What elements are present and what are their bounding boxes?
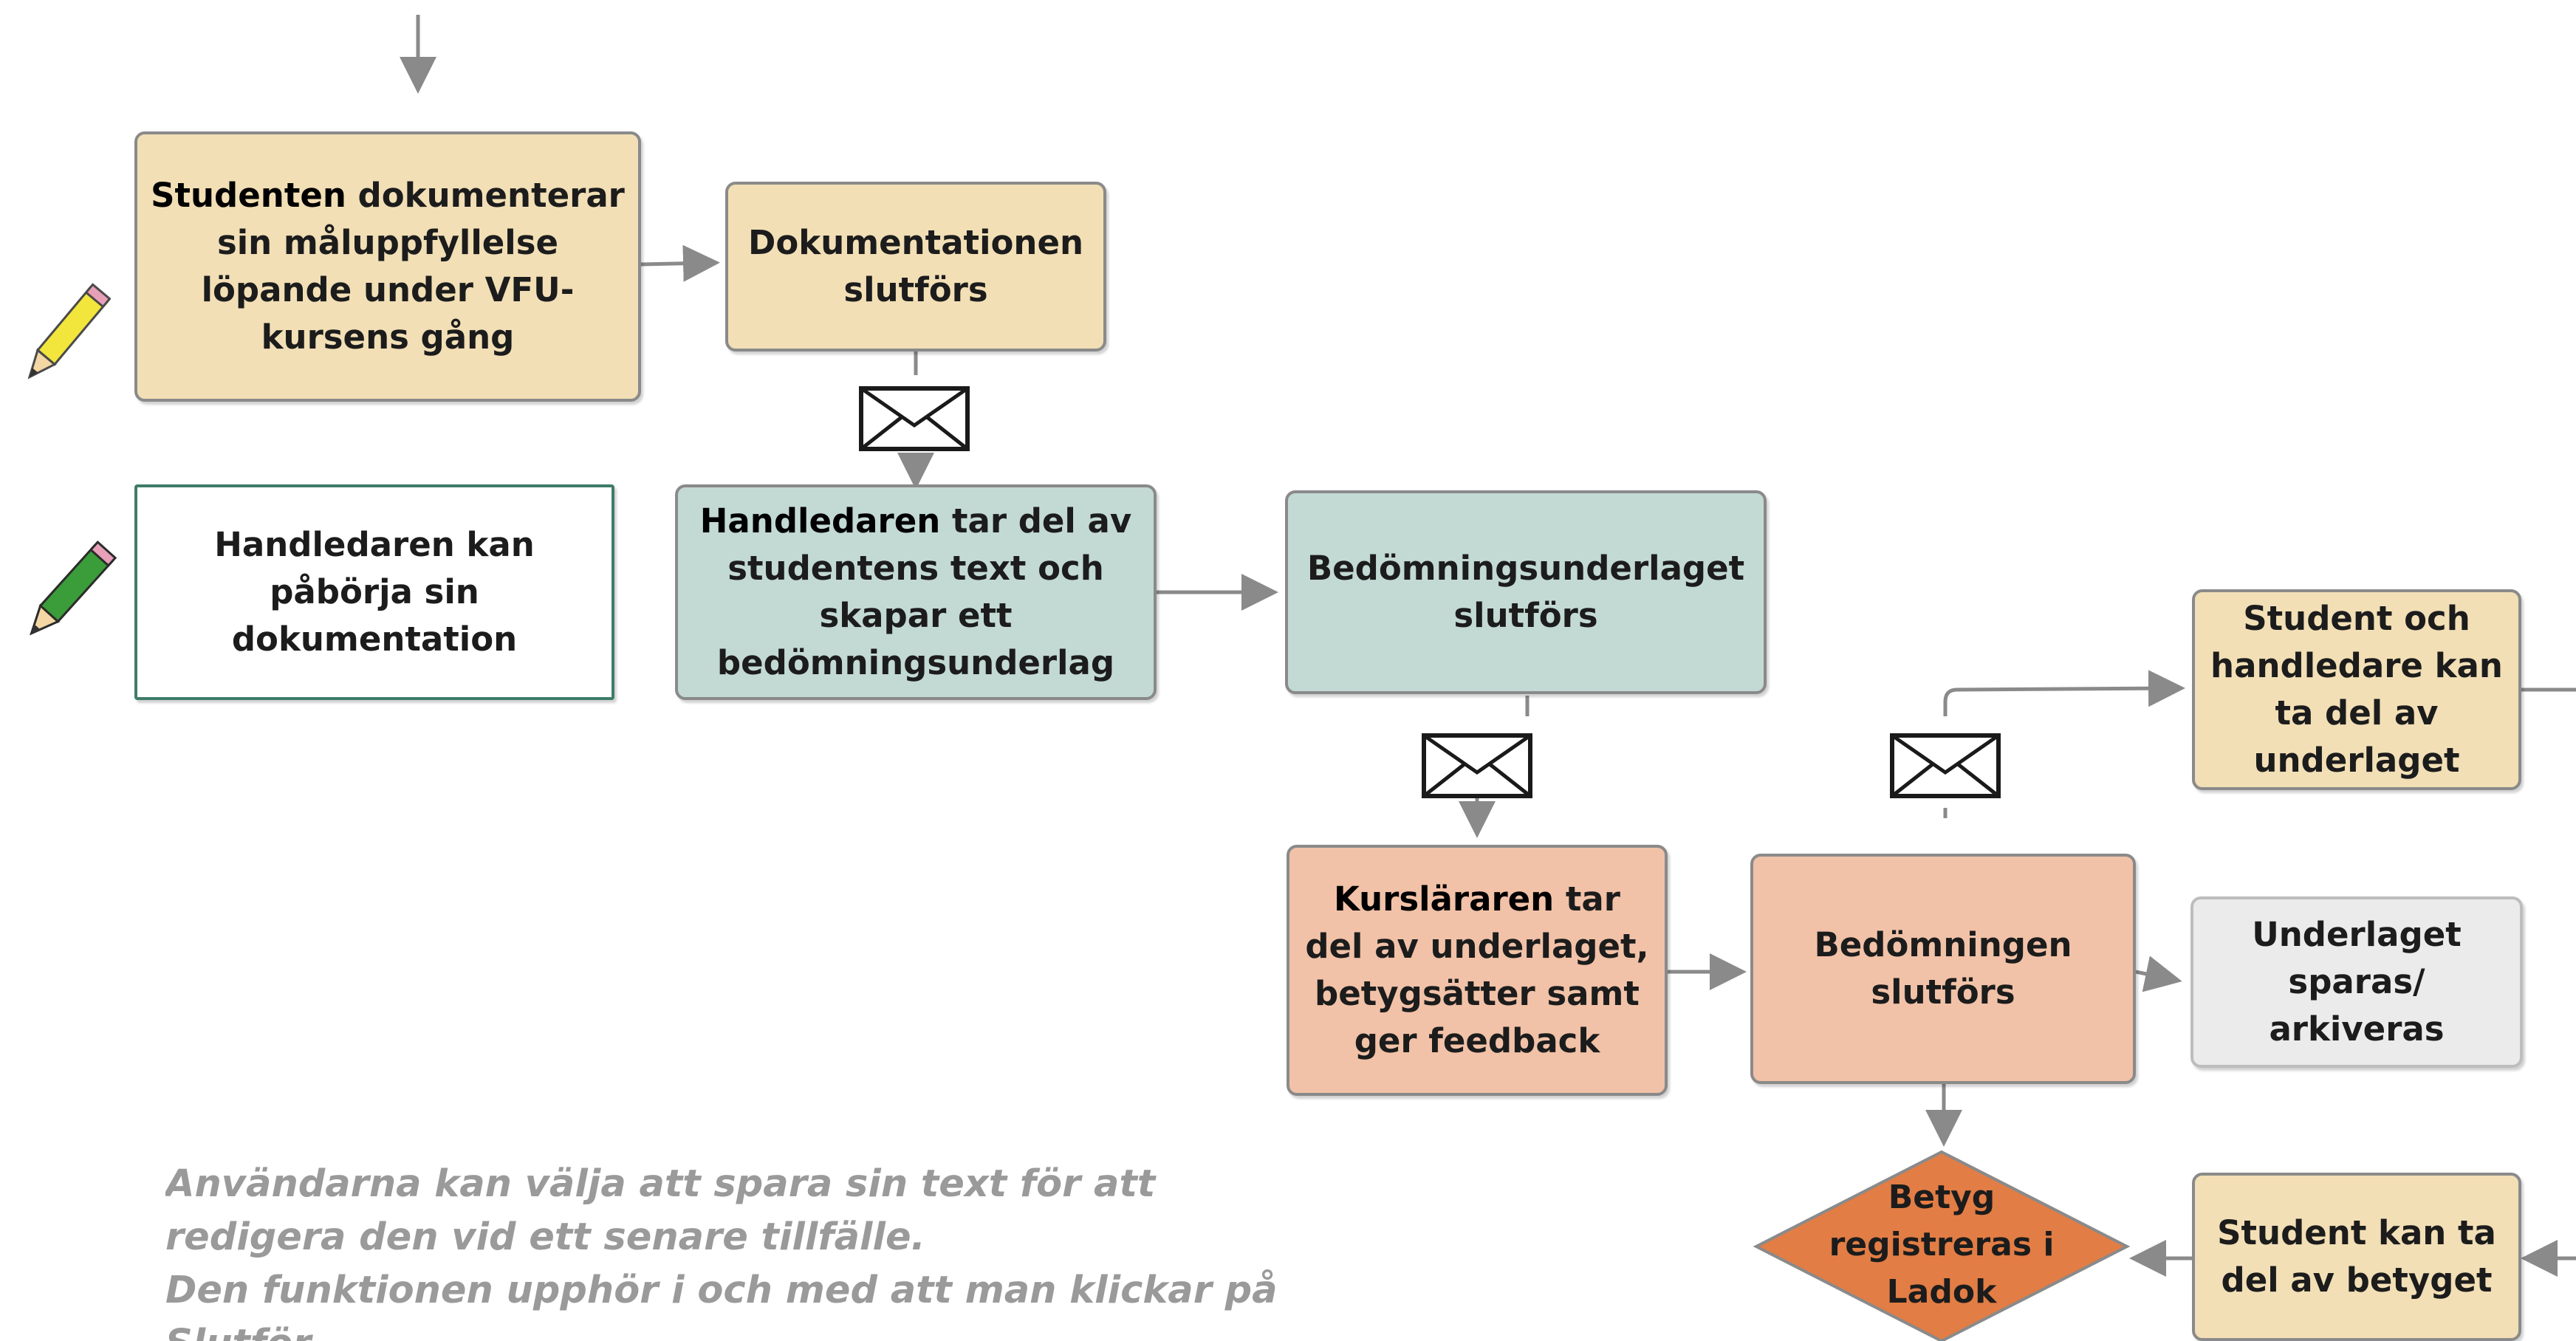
save-note-line2: redigera den vid ett senare tillfälle.	[165, 1215, 925, 1259]
arrow-b8-b9	[2135, 956, 2182, 992]
box-teacher-grades: Kursläraren tar del av underlaget, betyg…	[1287, 845, 1668, 1096]
envelope-icon	[1890, 733, 2001, 798]
box-supervisor-assessment-text: tar del av studentens text och skapar et…	[716, 501, 1132, 682]
pencil-yellow-icon	[27, 283, 111, 380]
envelope-icon	[1422, 733, 1532, 798]
box-supervisor-can-start-text: Handledaren kan påbörja sin dokumentatio…	[214, 525, 535, 659]
box-student-documents: Studenten dokumenterar sin måluppfyllels…	[134, 131, 641, 402]
save-note: Användarna kan välja att spara sin text …	[165, 1158, 1362, 1341]
box-documentation-finished-text: Dokumentationen slutförs	[748, 223, 1083, 309]
decision-diamond-label: Betyg registreras i Ladok	[1752, 1174, 2131, 1316]
box-teacher-grades-text: tar del av underlaget, betygsätter samt …	[1305, 879, 1649, 1060]
box-student-view-grade: Student kan ta del av betyget	[2192, 1173, 2521, 1341]
save-note-line1: Användarna kan välja att spara sin text …	[165, 1162, 1156, 1206]
box-student-documents-bold: Studenten	[151, 176, 346, 215]
box-student-and-supervisor-view-text: Student och handledare kan ta del av und…	[2210, 599, 2503, 780]
box-supervisor-can-start: Handledaren kan påbörja sin dokumentatio…	[134, 484, 614, 700]
box-assessment-basis-finished-text: Bedömningsunderlaget slutförs	[1306, 549, 1745, 635]
arrow-b8-b6	[1943, 670, 2185, 716]
box-assessment-finished: Bedömningen slutförs	[1750, 854, 2136, 1084]
box-basis-archived-text: Underlaget sparas/ arkiveras	[2252, 915, 2462, 1049]
envelope-icon	[859, 386, 970, 451]
box-teacher-grades-bold: Kursläraren	[1334, 879, 1555, 919]
pencil-green-icon	[30, 540, 117, 636]
box-basis-archived: Underlaget sparas/ arkiveras	[2190, 896, 2523, 1068]
decision-diamond	[1753, 1150, 2131, 1341]
box-supervisor-assessment: Handledaren tar del av studentens text o…	[675, 484, 1157, 700]
save-note-line3: Den funktionen upphör i och med att man …	[165, 1269, 1278, 1312]
decision-diamond-line3: Ladok	[1886, 1273, 1997, 1311]
box-assessment-basis-finished: Bedömningsunderlaget slutförs	[1285, 490, 1767, 694]
save-note-line4: Slutför.	[165, 1317, 1362, 1341]
decision-diamond-line2: registreras i	[1829, 1226, 2055, 1263]
arrow-b1-b2	[640, 244, 720, 282]
box-assessment-finished-text: Bedömningen slutförs	[1814, 925, 2072, 1012]
box-student-and-supervisor-view: Student och handledare kan ta del av und…	[2192, 589, 2521, 790]
box-student-view-grade-text: Student kan ta del av betyget	[2217, 1213, 2496, 1300]
box-supervisor-assessment-bold: Handledaren	[699, 501, 941, 541]
box-documentation-finished: Dokumentationen slutförs	[725, 182, 1106, 351]
decision-diamond-line1: Betyg	[1888, 1179, 1996, 1216]
box-student-documents-text: dokumenterar sin måluppfyllelse löpande …	[201, 176, 625, 357]
